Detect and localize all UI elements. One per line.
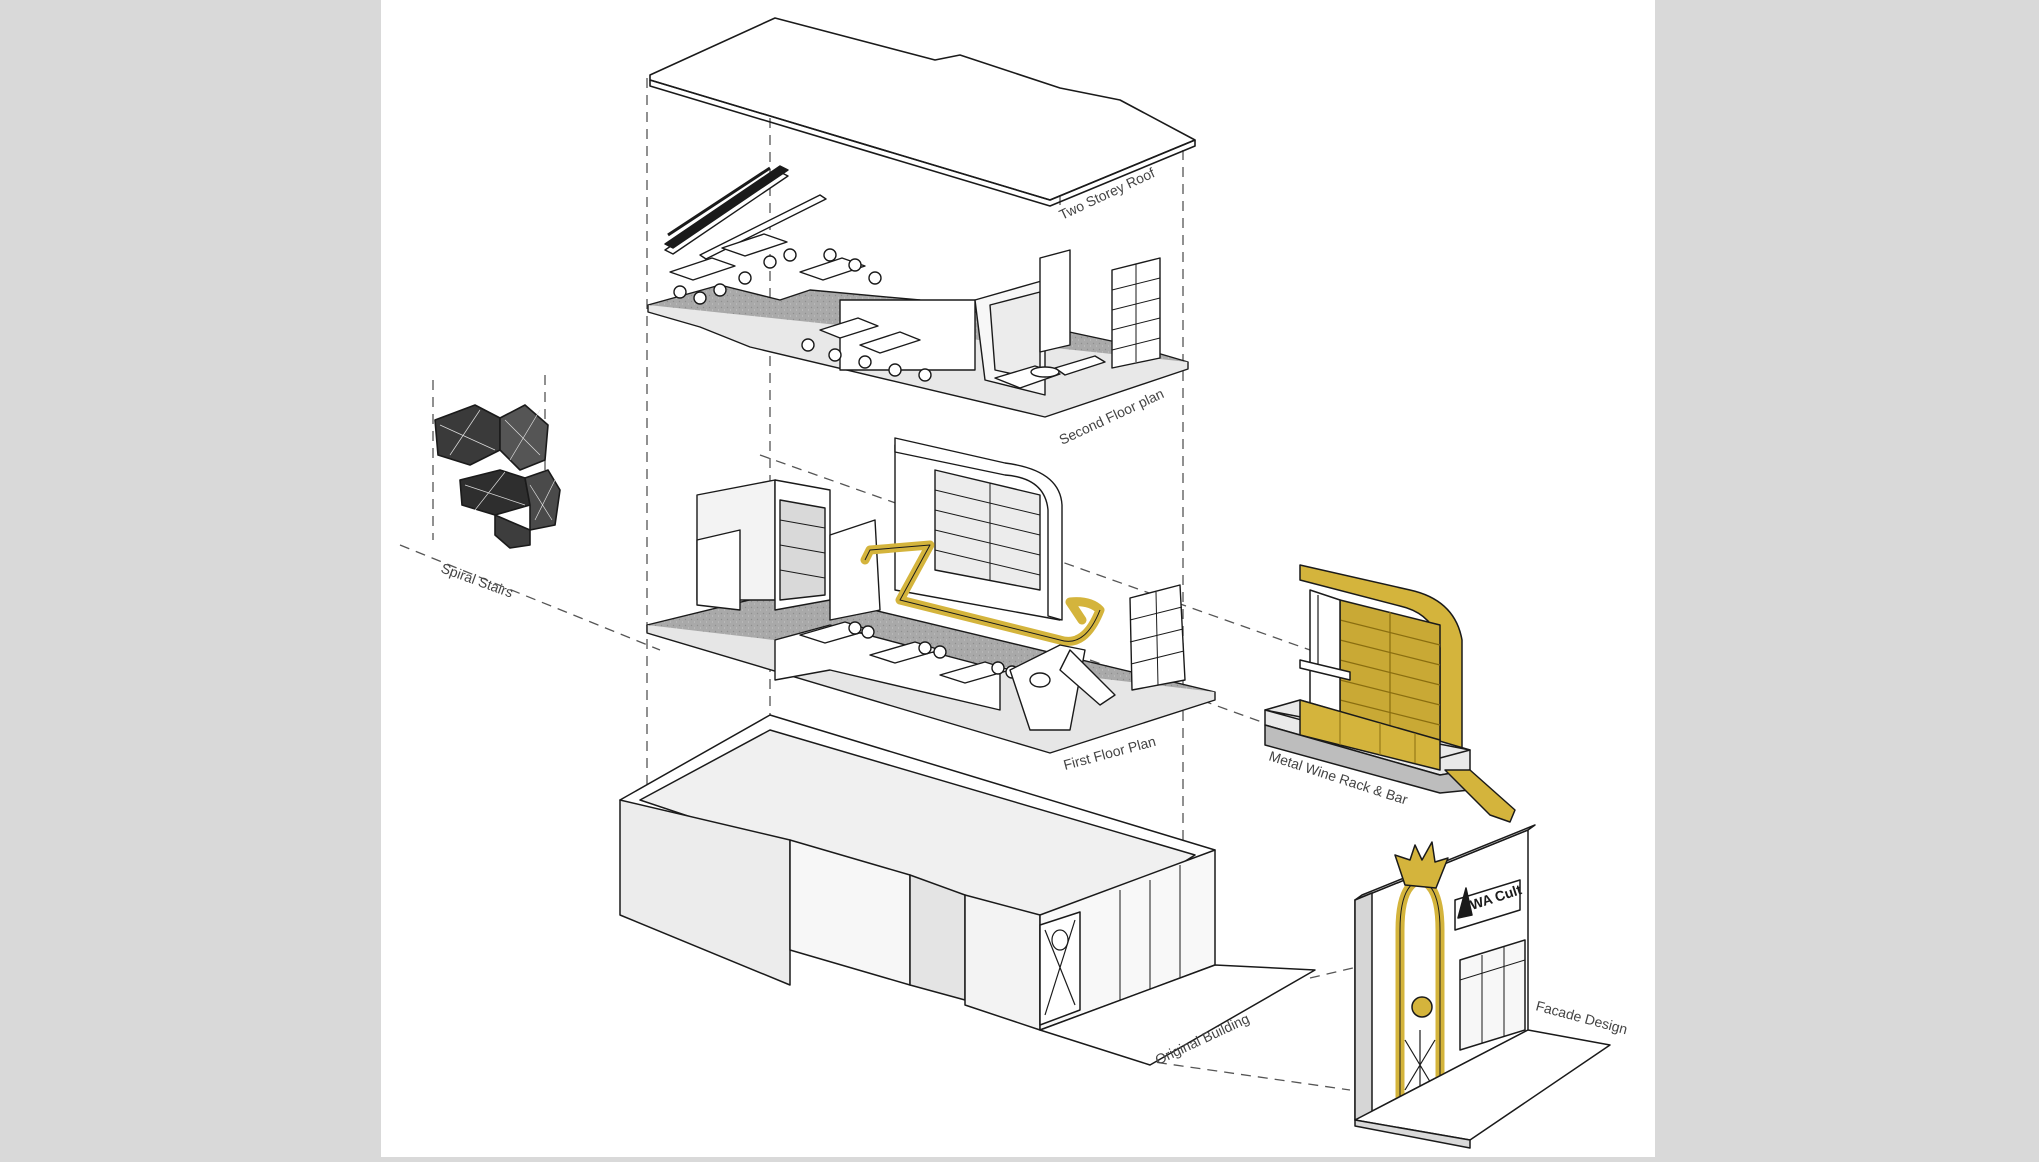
wine-rack-shelves	[1339, 612, 1441, 745]
facade-crown	[1394, 841, 1449, 889]
original-building	[619, 714, 1316, 1066]
spiral-stairs	[434, 404, 561, 549]
dining-tables-upper	[669, 233, 921, 354]
chairs-upper	[673, 248, 932, 382]
first-floor-plan	[646, 437, 1216, 754]
facade-design: WA Cult	[1354, 824, 1611, 1149]
second-floor-plan	[647, 165, 1189, 418]
lounge-sofa	[994, 355, 1106, 389]
storage-shelves	[779, 519, 826, 579]
entrance-grille	[1044, 919, 1076, 1016]
building-openings	[1119, 865, 1181, 1010]
two-storey-roof	[649, 17, 1196, 207]
facade-sign-logo-icon	[1457, 887, 1473, 919]
rail-lamps	[664, 165, 827, 260]
bookshelf-first	[1129, 591, 1185, 686]
metal-wine-rack-and-bar	[1264, 564, 1516, 823]
bookshelf-upper	[1111, 264, 1161, 362]
wine-rack-shelves-first	[934, 483, 1041, 580]
